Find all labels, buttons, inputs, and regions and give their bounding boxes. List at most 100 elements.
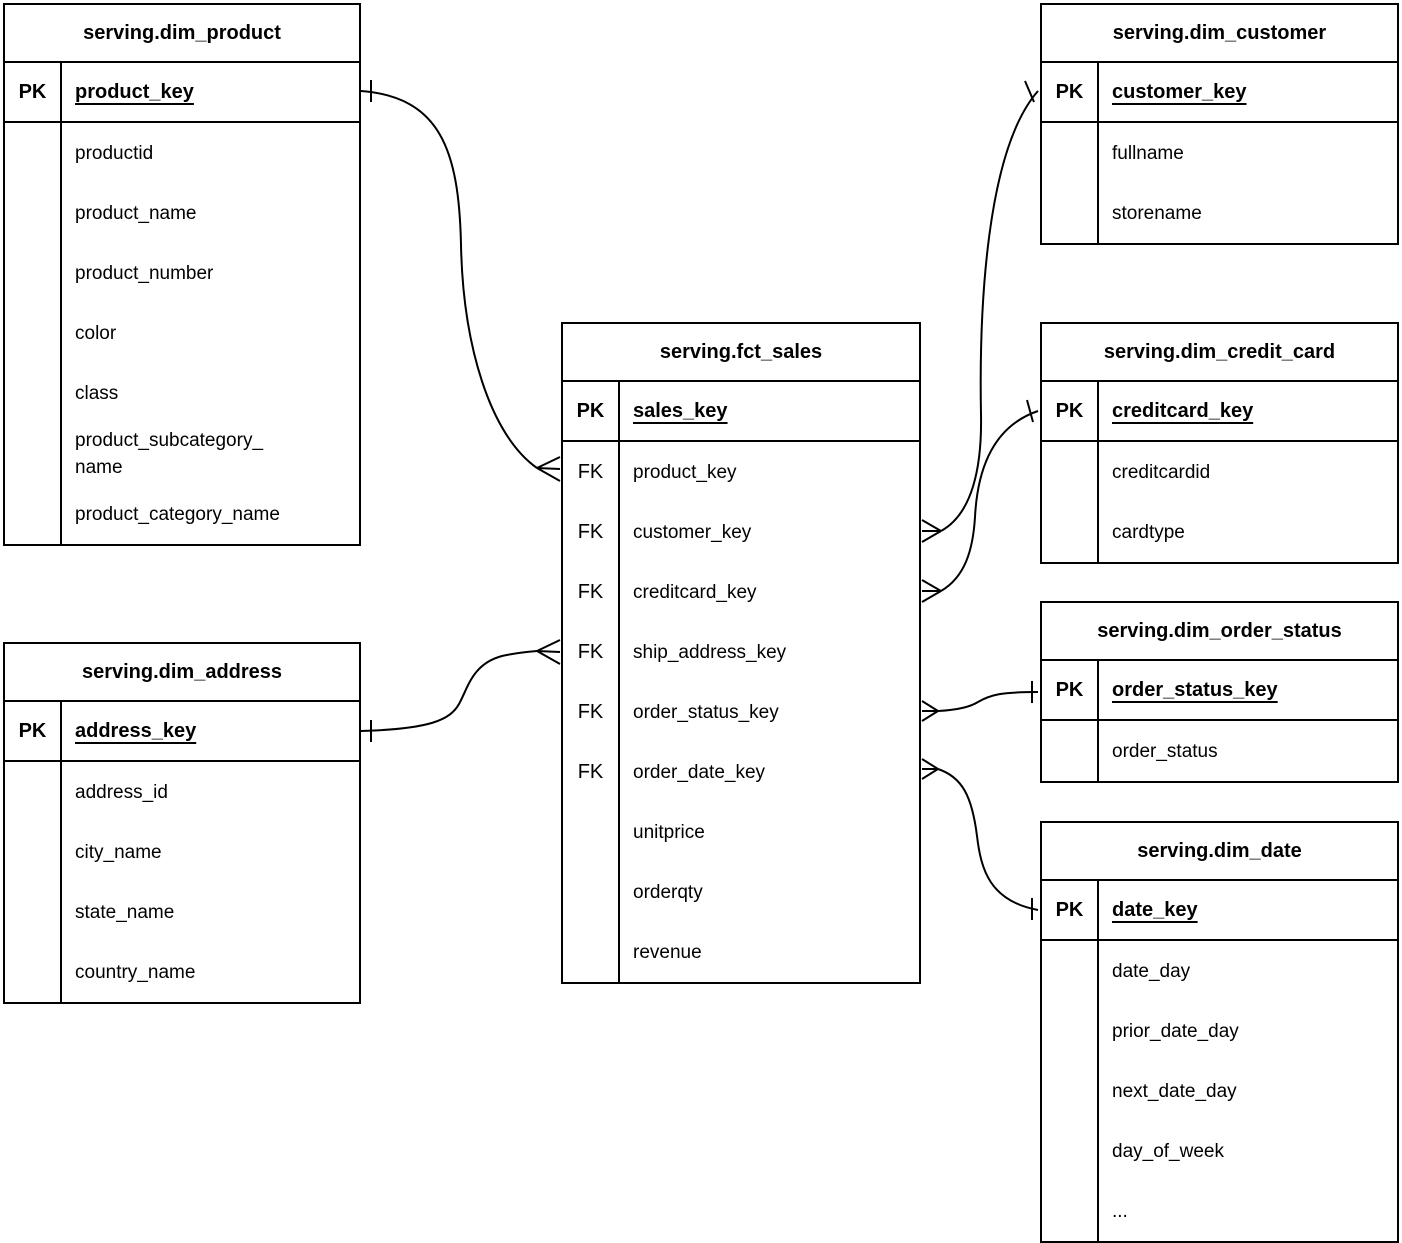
key-cell-empty — [5, 363, 62, 423]
pk-badge: PK — [1042, 63, 1099, 121]
field-row: date_day — [1042, 941, 1397, 1001]
field-row: unitprice — [563, 802, 919, 862]
relationship-credit-card — [921, 399, 1039, 603]
field-row: day_of_week — [1042, 1121, 1397, 1181]
pk-field-name: address_key — [75, 719, 197, 742]
field-name: product_category_name — [75, 504, 280, 525]
many-crow-foot-marker — [921, 579, 942, 603]
key-cell-empty — [5, 243, 62, 303]
field-row: FK ship_address_key — [563, 622, 919, 682]
field-name: orderqty — [633, 881, 703, 903]
key-cell-empty — [1042, 1181, 1099, 1241]
key-cell-empty — [5, 822, 62, 882]
many-crow-foot-marker — [921, 758, 939, 780]
many-crow-foot-marker — [921, 519, 942, 543]
field-name: color — [75, 322, 117, 344]
pk-row: PK date_key — [1042, 881, 1397, 941]
key-cell-empty — [5, 423, 62, 485]
one-tick-marker — [1024, 80, 1035, 103]
field-name: cardtype — [1112, 521, 1185, 543]
field-name: order_status — [1112, 740, 1218, 762]
field-name: ... — [1112, 1200, 1128, 1222]
table-title: serving.dim_address — [5, 644, 359, 702]
relationship-line — [360, 90, 538, 469]
field-row: revenue — [563, 922, 919, 982]
pk-badge: PK — [5, 63, 62, 121]
table-title: serving.dim_order_status — [1042, 603, 1397, 661]
field-row: cardtype — [1042, 502, 1397, 562]
field-name: order_status_key — [633, 701, 779, 723]
key-cell-empty — [5, 183, 62, 243]
many-crow-foot-marker — [921, 700, 939, 722]
pk-badge: PK — [1042, 661, 1099, 719]
relationship-customer — [921, 80, 1039, 543]
field-name: product_subcategory_ name — [75, 430, 264, 478]
key-cell-empty — [1042, 442, 1099, 502]
field-row: order_status — [1042, 721, 1397, 781]
field-name: prior_date_day — [1112, 1020, 1239, 1042]
key-cell-empty — [1042, 721, 1099, 781]
pk-field-name: customer_key — [1112, 80, 1247, 103]
field-row: product_name — [5, 183, 359, 243]
field-name: ship_address_key — [633, 641, 787, 663]
field-name: productid — [75, 142, 154, 164]
key-cell-empty — [5, 942, 62, 1002]
field-row: FK order_date_key — [563, 742, 919, 802]
fk-badge: FK — [563, 742, 620, 802]
field-name: product_name — [75, 202, 197, 224]
field-row: storename — [1042, 183, 1397, 243]
pk-field-name: order_status_key — [1112, 678, 1278, 701]
key-cell-empty — [1042, 941, 1099, 1001]
field-row: class — [5, 363, 359, 423]
fk-badge: FK — [563, 442, 620, 502]
field-name: fullname — [1112, 142, 1184, 164]
pk-field-name: sales_key — [633, 399, 728, 422]
field-row: ... — [1042, 1181, 1397, 1241]
pk-badge: PK — [1042, 881, 1099, 939]
fk-badge: FK — [563, 502, 620, 562]
pk-row: PK product_key — [5, 63, 359, 123]
field-name: creditcardid — [1112, 461, 1211, 483]
field-name: product_number — [75, 262, 214, 284]
fk-badge: FK — [563, 562, 620, 622]
pk-row: PK address_key — [5, 702, 359, 762]
pk-field-name: creditcard_key — [1112, 399, 1254, 422]
field-name: class — [75, 382, 119, 404]
field-row: FK customer_key — [563, 502, 919, 562]
field-name: product_key — [633, 461, 737, 483]
key-cell-empty — [5, 123, 62, 183]
relationship-line — [940, 410, 1039, 592]
key-cell-empty — [5, 485, 62, 544]
key-cell-empty — [1042, 1061, 1099, 1121]
field-row: next_date_day — [1042, 1061, 1397, 1121]
relationship-address — [360, 639, 561, 742]
field-row: FK product_key — [563, 442, 919, 502]
field-row: creditcardid — [1042, 442, 1397, 502]
relationship-product — [360, 80, 561, 482]
field-row: product_number — [5, 243, 359, 303]
key-cell-empty — [5, 303, 62, 363]
field-name: revenue — [633, 941, 702, 963]
field-row: city_name — [5, 822, 359, 882]
field-name: address_id — [75, 781, 168, 803]
table-dim-date: serving.dim_date PK date_key date_day pr… — [1040, 821, 1399, 1243]
field-row: color — [5, 303, 359, 363]
key-cell-empty — [1042, 1001, 1099, 1061]
field-row: productid — [5, 123, 359, 183]
key-cell-empty — [1042, 183, 1099, 243]
table-dim-customer: serving.dim_customer PK customer_key ful… — [1040, 3, 1399, 245]
field-row: prior_date_day — [1042, 1001, 1397, 1061]
field-name: next_date_day — [1112, 1080, 1237, 1102]
field-row: country_name — [5, 942, 359, 1002]
key-cell-empty — [563, 922, 620, 982]
relationship-line — [940, 90, 1039, 532]
field-row: orderqty — [563, 862, 919, 922]
pk-badge: PK — [5, 702, 62, 760]
key-cell-empty — [1042, 502, 1099, 562]
relationship-line — [360, 650, 538, 732]
pk-field-name: date_key — [1112, 898, 1198, 921]
pk-row: PK order_status_key — [1042, 661, 1397, 721]
pk-badge: PK — [563, 382, 620, 440]
one-tick-marker — [1026, 399, 1034, 423]
